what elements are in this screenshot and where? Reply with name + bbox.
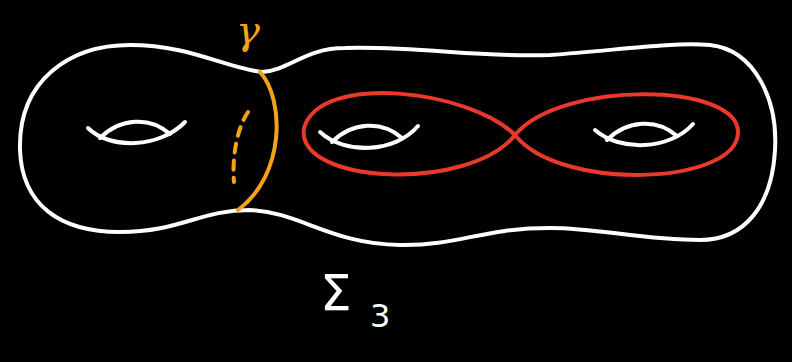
curve-label: γ bbox=[236, 10, 260, 50]
gamma-curve bbox=[238, 72, 277, 210]
handle-hole bbox=[595, 124, 693, 145]
surface-outline bbox=[20, 44, 775, 245]
handle-hole bbox=[320, 126, 418, 148]
surface-label: Σ bbox=[320, 268, 352, 318]
gamma-curve-hidden bbox=[234, 112, 248, 182]
figure-eight-curve bbox=[304, 93, 738, 175]
handle-hole bbox=[607, 124, 677, 140]
surface-subscript: 3 bbox=[370, 300, 390, 332]
handle-hole bbox=[88, 122, 185, 143]
handle-hole bbox=[100, 122, 170, 138]
handle-hole bbox=[332, 126, 402, 142]
